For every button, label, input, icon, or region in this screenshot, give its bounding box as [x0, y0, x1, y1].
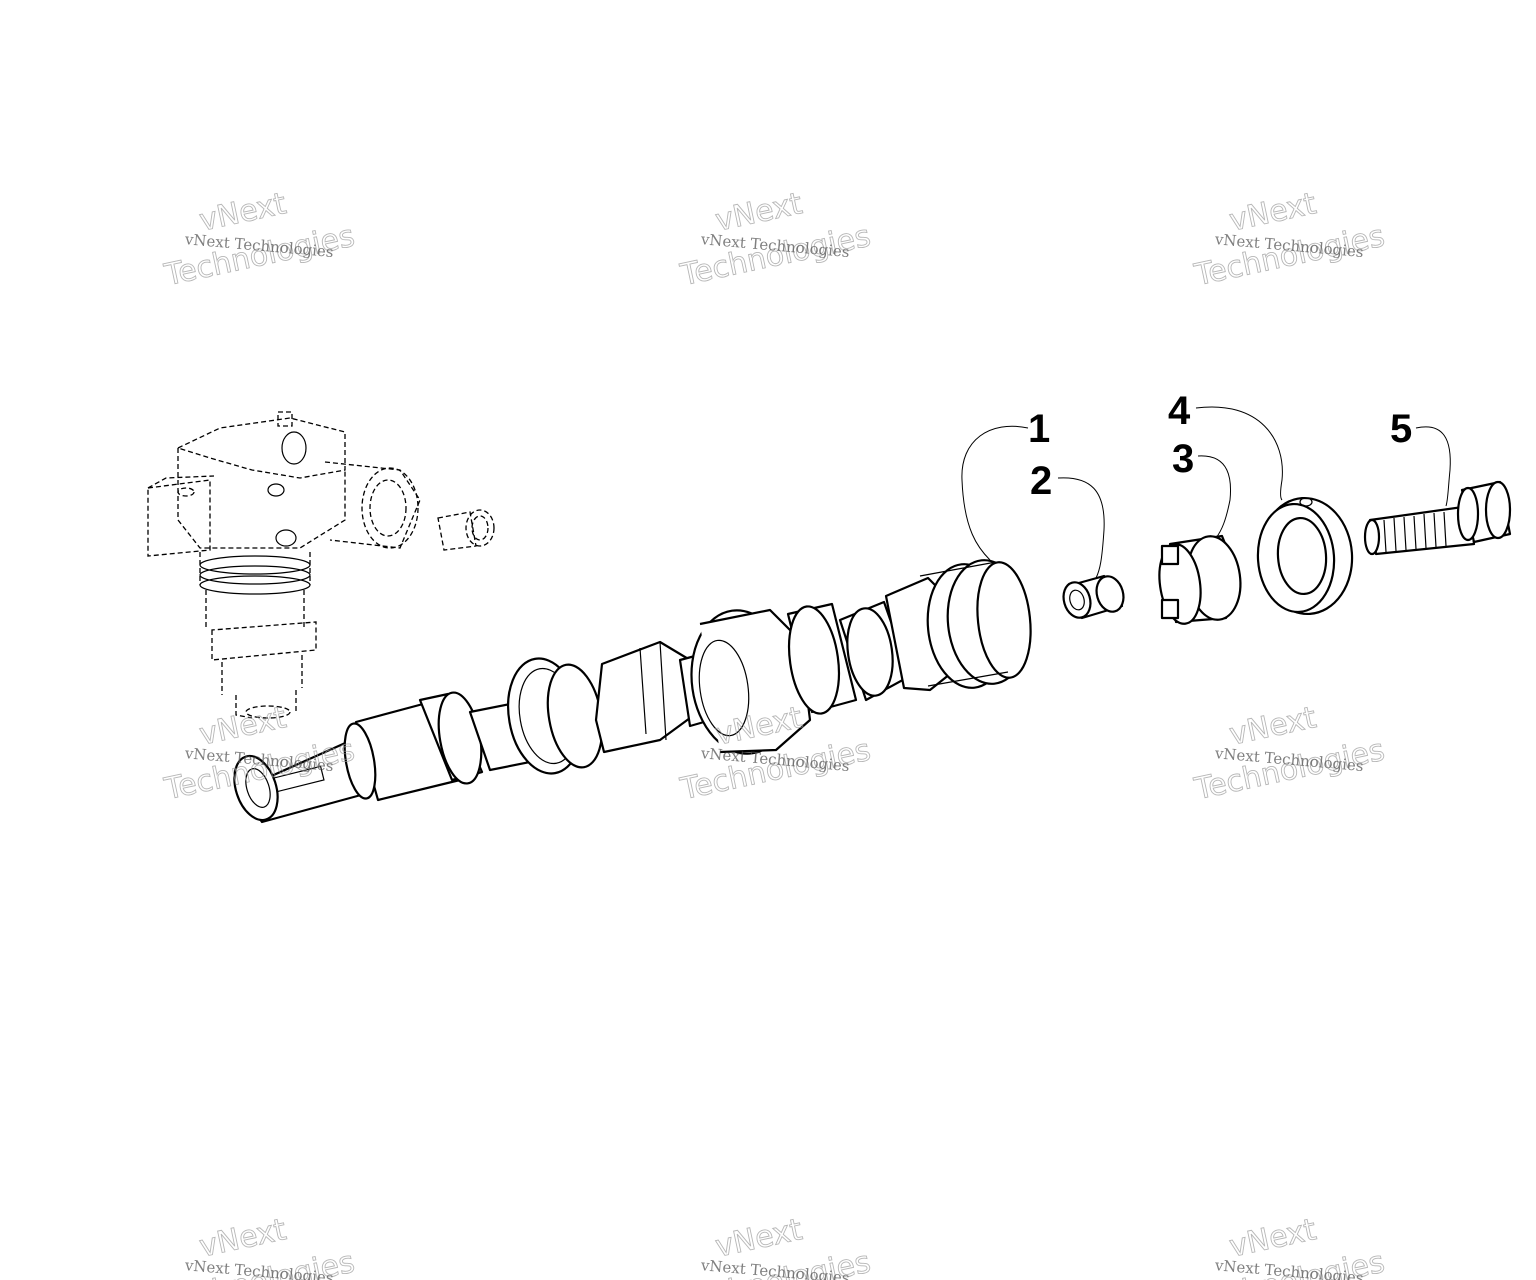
watermark-big-1: vNext [196, 1212, 289, 1265]
callout-4: 4 [1168, 389, 1191, 433]
nut-part [1158, 534, 1242, 625]
watermark-8: vNext Technologies vNext Technologies [676, 1212, 874, 1280]
watermarks: vNext Technologies vNext Technologies vN… [160, 186, 1388, 1280]
sleeve-part [1062, 574, 1125, 620]
watermark-6: vNext Technologies vNext Technologies [1190, 700, 1388, 808]
watermark-big-1: vNext [196, 186, 289, 239]
watermark-big-1: vNext [712, 1212, 805, 1265]
watermark-1: vNext Technologies vNext Technologies [160, 186, 358, 294]
leader-lines [961, 406, 1451, 579]
watermark-big-1: vNext [712, 186, 805, 239]
housing-assembly [147, 411, 495, 719]
watermark-big-1: vNext [196, 700, 289, 753]
callout-1: 1 [1028, 407, 1050, 451]
bolt-part [1363, 480, 1512, 556]
callout-3: 3 [1172, 437, 1194, 481]
watermark-big-1: vNext [1226, 700, 1319, 753]
callout-5: 5 [1390, 407, 1412, 451]
watermark-3: vNext Technologies vNext Technologies [1190, 186, 1388, 294]
watermark-2: vNext Technologies vNext Technologies [676, 186, 874, 294]
shaft-assembly [233, 559, 1032, 824]
callout-labels: 1 2 3 4 5 [1028, 389, 1412, 503]
watermark-big-1: vNext [1226, 186, 1319, 239]
callout-2: 2 [1030, 459, 1052, 503]
watermark-9: vNext Technologies vNext Technologies [1190, 1212, 1388, 1280]
watermark-big-1: vNext [1226, 1212, 1319, 1265]
washer-part [1256, 496, 1354, 616]
watermark-7: vNext Technologies vNext Technologies [160, 1212, 358, 1280]
